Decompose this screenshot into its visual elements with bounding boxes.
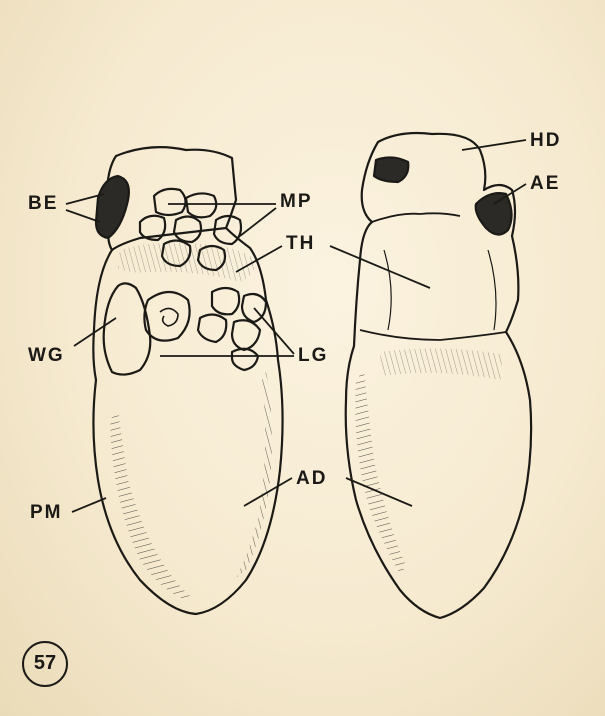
leg-coil xyxy=(144,292,189,341)
dorsal-eye-mark xyxy=(374,157,408,182)
mouthpart-2 xyxy=(186,193,216,217)
eye-left xyxy=(96,176,129,238)
leader-pm xyxy=(72,498,106,512)
leader-th-right xyxy=(330,246,430,288)
ventral-view-pupa xyxy=(93,147,282,614)
label-AE: AE xyxy=(530,174,560,193)
thorax-dorsal-suture xyxy=(360,330,506,340)
thorax-inner-line xyxy=(384,250,391,330)
antenna-eye-AE xyxy=(476,193,512,234)
thorax-inner-line-2 xyxy=(488,250,496,330)
abdomen-shading-ventral-right xyxy=(236,372,272,578)
leg-6 xyxy=(232,349,258,370)
leader-mp-2 xyxy=(240,208,276,236)
wing-pad xyxy=(104,283,151,374)
label-TH: TH xyxy=(286,234,315,253)
dorsal-view-pupa xyxy=(346,133,531,618)
leader-be-2 xyxy=(66,210,100,222)
label-WG: WG xyxy=(28,346,65,365)
thorax-shading xyxy=(118,243,258,282)
mouthpart-4 xyxy=(174,216,201,242)
abdomen-shading-dorsal xyxy=(355,370,406,574)
leg-5 xyxy=(232,320,260,350)
label-PM: PM xyxy=(30,503,63,522)
label-LG: LG xyxy=(298,346,328,365)
leg-coil-inner xyxy=(160,308,178,326)
leg-4 xyxy=(198,314,226,342)
body-outline-ventral xyxy=(93,228,282,614)
label-BE: BE xyxy=(28,194,58,213)
abdomen-shading-dorsal-top xyxy=(380,348,502,380)
figure-number: 57 xyxy=(22,641,68,687)
label-AD: AD xyxy=(296,469,327,488)
leg-2 xyxy=(212,288,239,314)
head-dorsal-suture xyxy=(372,213,460,222)
mouthpart-1 xyxy=(154,189,186,215)
label-HD: HD xyxy=(530,131,561,150)
label-MP: MP xyxy=(280,192,313,211)
abdomen-shading-ventral xyxy=(110,410,190,600)
